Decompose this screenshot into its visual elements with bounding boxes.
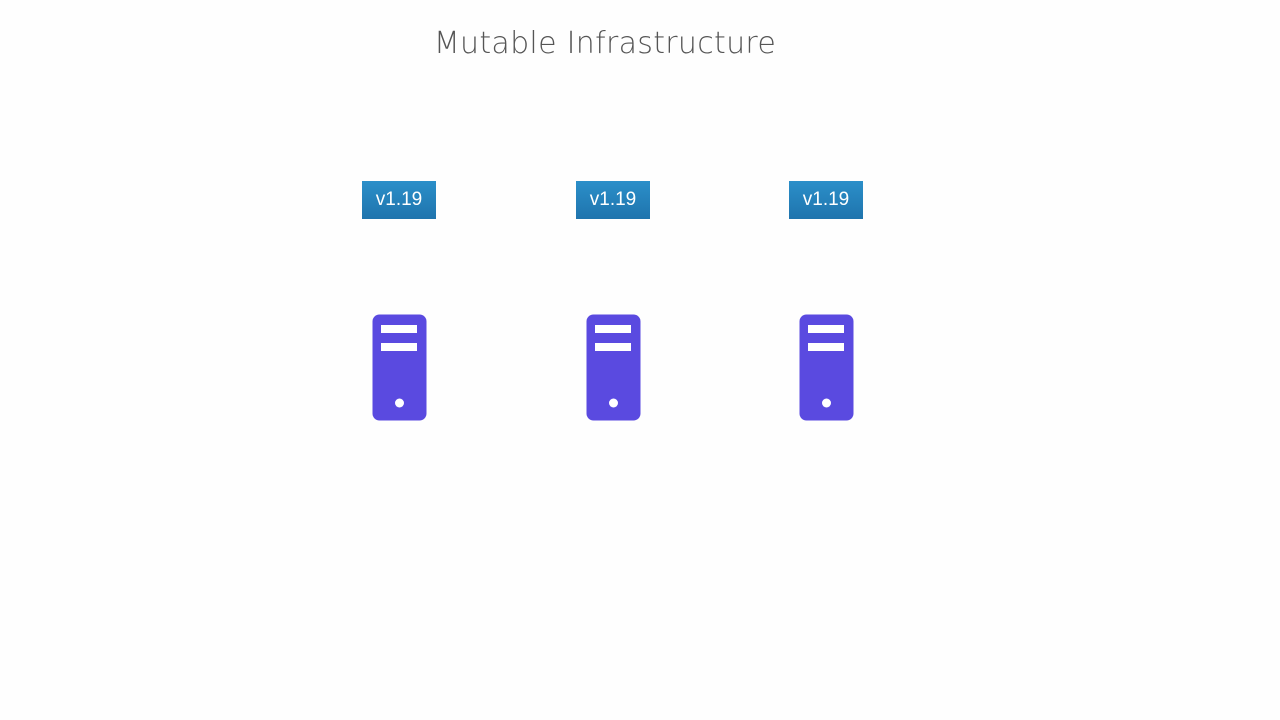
server-node-2: v1.19 — [576, 0, 650, 720]
version-badge: v1.19 — [576, 181, 650, 219]
server-node-3: v1.19 — [789, 0, 863, 720]
server-icon — [799, 314, 854, 421]
server-icon — [586, 314, 641, 421]
slide-title: Mutable Infrastructure — [433, 26, 777, 61]
version-badge: v1.19 — [789, 181, 863, 219]
server-icon — [372, 314, 427, 421]
server-node-1: v1.19 — [362, 0, 436, 720]
version-badge: v1.19 — [362, 181, 436, 219]
